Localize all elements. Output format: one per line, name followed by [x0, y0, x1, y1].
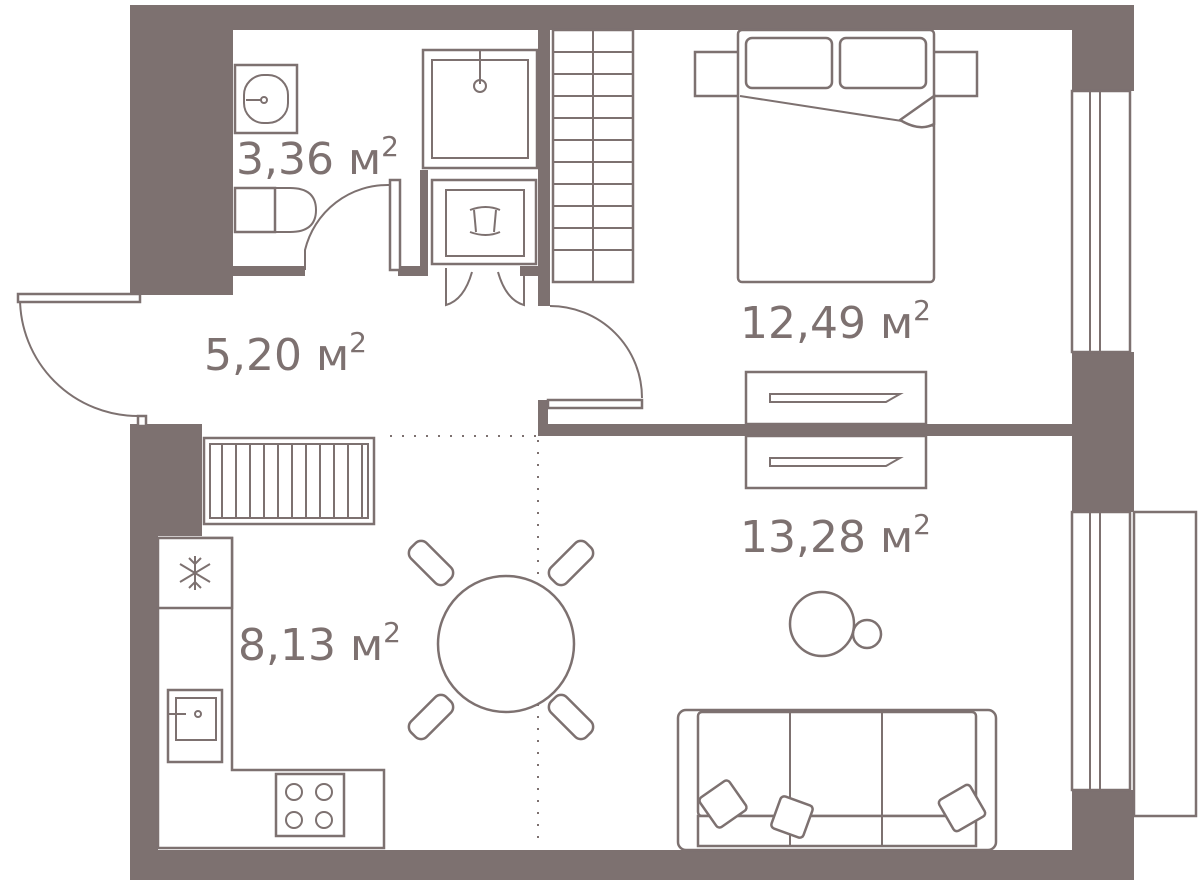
pillow	[838, 36, 928, 90]
hall-wardrobe-rails	[221, 444, 363, 518]
hallway-area-label: 5,20 м2	[204, 326, 367, 381]
area-labels: 3,36 м2 5,20 м2 12,49 м2 13,28 м2 8,13 м…	[204, 130, 931, 671]
living	[676, 590, 998, 852]
snowflake-icon	[179, 556, 211, 590]
dining-table	[436, 574, 576, 714]
dresser-bottom	[744, 434, 928, 490]
bed	[736, 28, 936, 284]
bathroom-area-label: 3,36 м2	[236, 130, 399, 185]
wardrobe-rails	[553, 51, 633, 251]
dresser-top	[744, 370, 928, 426]
hall-wardrobe	[202, 436, 376, 526]
sofa	[676, 708, 998, 852]
bathroom	[233, 48, 539, 307]
toilet-fixture	[233, 186, 277, 234]
windows	[1070, 89, 1198, 818]
kitchen	[156, 536, 595, 850]
washer-closet	[430, 178, 538, 266]
living-area-label: 13,28 м2	[740, 508, 931, 563]
pillow	[744, 36, 834, 90]
dining-set	[407, 539, 595, 741]
cooktop	[274, 772, 346, 838]
coffee-table	[788, 590, 856, 658]
bedroom-area-label: 12,49 м2	[740, 294, 931, 349]
bedroom	[546, 28, 979, 490]
hallway	[16, 292, 539, 848]
kitchen-area-label: 8,13 м2	[238, 616, 401, 671]
walls	[130, 5, 1134, 880]
